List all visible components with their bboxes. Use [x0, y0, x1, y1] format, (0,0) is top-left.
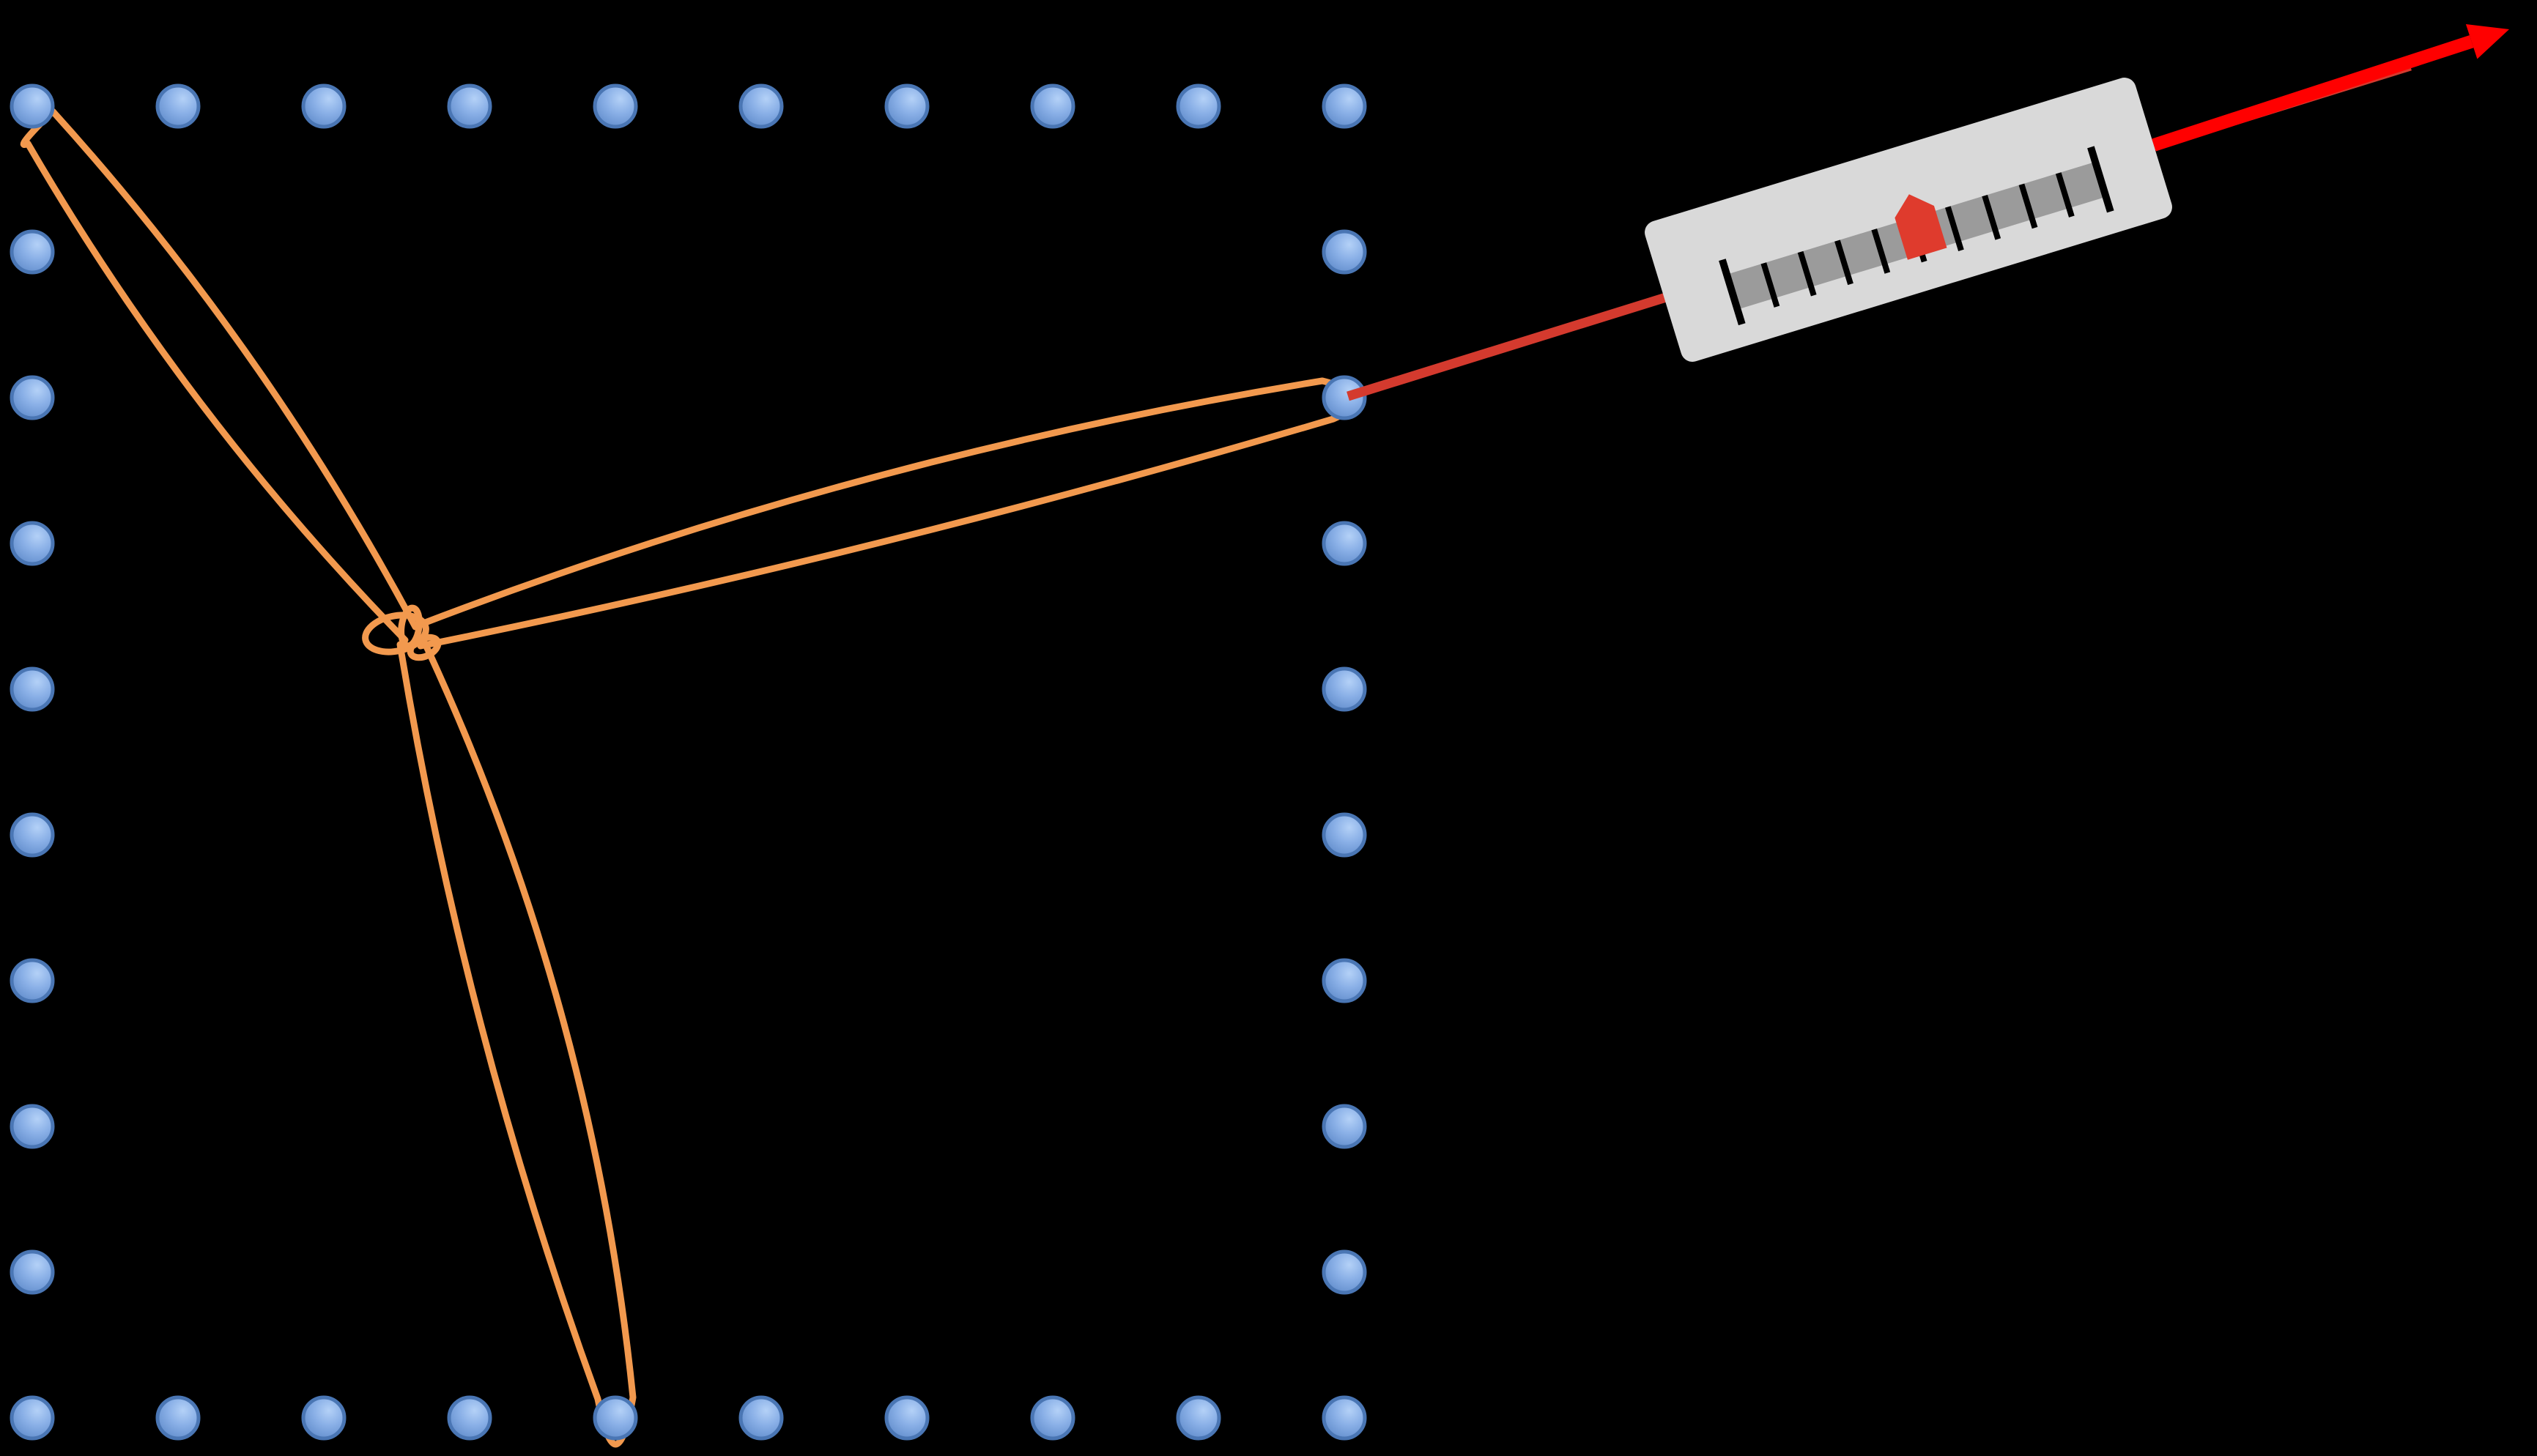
- spring-scale-tick-10: [2087, 146, 2114, 213]
- peg-9-3[interactable]: [1322, 521, 1367, 566]
- rubber-band-knot-loop-0[interactable]: [362, 610, 429, 657]
- spring-scale-tick-3: [1834, 239, 1853, 286]
- peg-0-8[interactable]: [10, 1249, 55, 1295]
- peg-2-0[interactable]: [301, 83, 347, 129]
- peg-0-2[interactable]: [10, 375, 55, 420]
- spring-scale-tick-9: [2055, 172, 2075, 218]
- peg-6-0[interactable]: [884, 83, 930, 129]
- peg-1-0[interactable]: [155, 83, 201, 129]
- spring-scale-tick-2: [1797, 250, 1817, 297]
- spring-scale-tick-8: [2018, 183, 2038, 229]
- force-arrow-shaft: [2152, 35, 2474, 152]
- peg-9-1[interactable]: [1322, 229, 1367, 275]
- peg-9-5[interactable]: [1322, 812, 1367, 858]
- peg-0-7[interactable]: [10, 1104, 55, 1149]
- force-arrow-head-icon: [2465, 23, 2509, 59]
- peg-9-2[interactable]: [1322, 375, 1367, 420]
- rubber-band-knot-loop-2[interactable]: [407, 634, 442, 662]
- peg-8-9[interactable]: [1176, 1395, 1221, 1441]
- spring-scale[interactable]: [1642, 75, 2175, 365]
- peg-2-9[interactable]: [301, 1395, 347, 1441]
- rubber-band-arm-upper-left[interactable]: [20, 108, 419, 644]
- spring-scale-tick-6: [1945, 206, 1964, 251]
- peg-3-0[interactable]: [447, 83, 492, 129]
- peg-9-7[interactable]: [1322, 1104, 1367, 1149]
- spring-scale-tick-1: [1760, 262, 1780, 308]
- rubber-band-arm-bottom[interactable]: [396, 636, 637, 1448]
- spring-scale-tick-4: [1871, 229, 1891, 274]
- peg-5-0[interactable]: [738, 83, 784, 129]
- peg-8-0[interactable]: [1176, 83, 1221, 129]
- rubber-band-knot-loop-1[interactable]: [398, 604, 423, 650]
- peg-9-9[interactable]: [1322, 1395, 1367, 1441]
- peg-5-9[interactable]: [738, 1395, 784, 1441]
- peg-6-9[interactable]: [884, 1395, 930, 1441]
- peg-9-0[interactable]: [1322, 83, 1367, 129]
- peg-7-9[interactable]: [1030, 1395, 1075, 1441]
- peg-7-0[interactable]: [1030, 83, 1075, 129]
- peg-4-0[interactable]: [593, 83, 638, 129]
- peg-9-4[interactable]: [1322, 666, 1367, 712]
- peg-3-9[interactable]: [447, 1395, 492, 1441]
- peg-4-9[interactable]: [593, 1395, 638, 1441]
- peg-0-3[interactable]: [10, 521, 55, 566]
- peg-0-6[interactable]: [10, 958, 55, 1003]
- spring-scale-tick-0: [1719, 259, 1746, 326]
- peg-0-1[interactable]: [10, 229, 55, 275]
- peg-0-0[interactable]: [10, 83, 55, 129]
- peg-9-8[interactable]: [1322, 1249, 1367, 1295]
- peg-0-4[interactable]: [10, 666, 55, 712]
- spring-scale-tick-7: [1982, 194, 2001, 240]
- force-arrow: [2152, 23, 2509, 152]
- pegboard: [10, 83, 1367, 1441]
- peg-1-9[interactable]: [155, 1395, 201, 1441]
- scale-pointer-icon: [1895, 194, 1947, 260]
- peg-0-5[interactable]: [10, 812, 55, 858]
- peg-0-9[interactable]: [10, 1395, 55, 1441]
- peg-9-6[interactable]: [1322, 958, 1367, 1003]
